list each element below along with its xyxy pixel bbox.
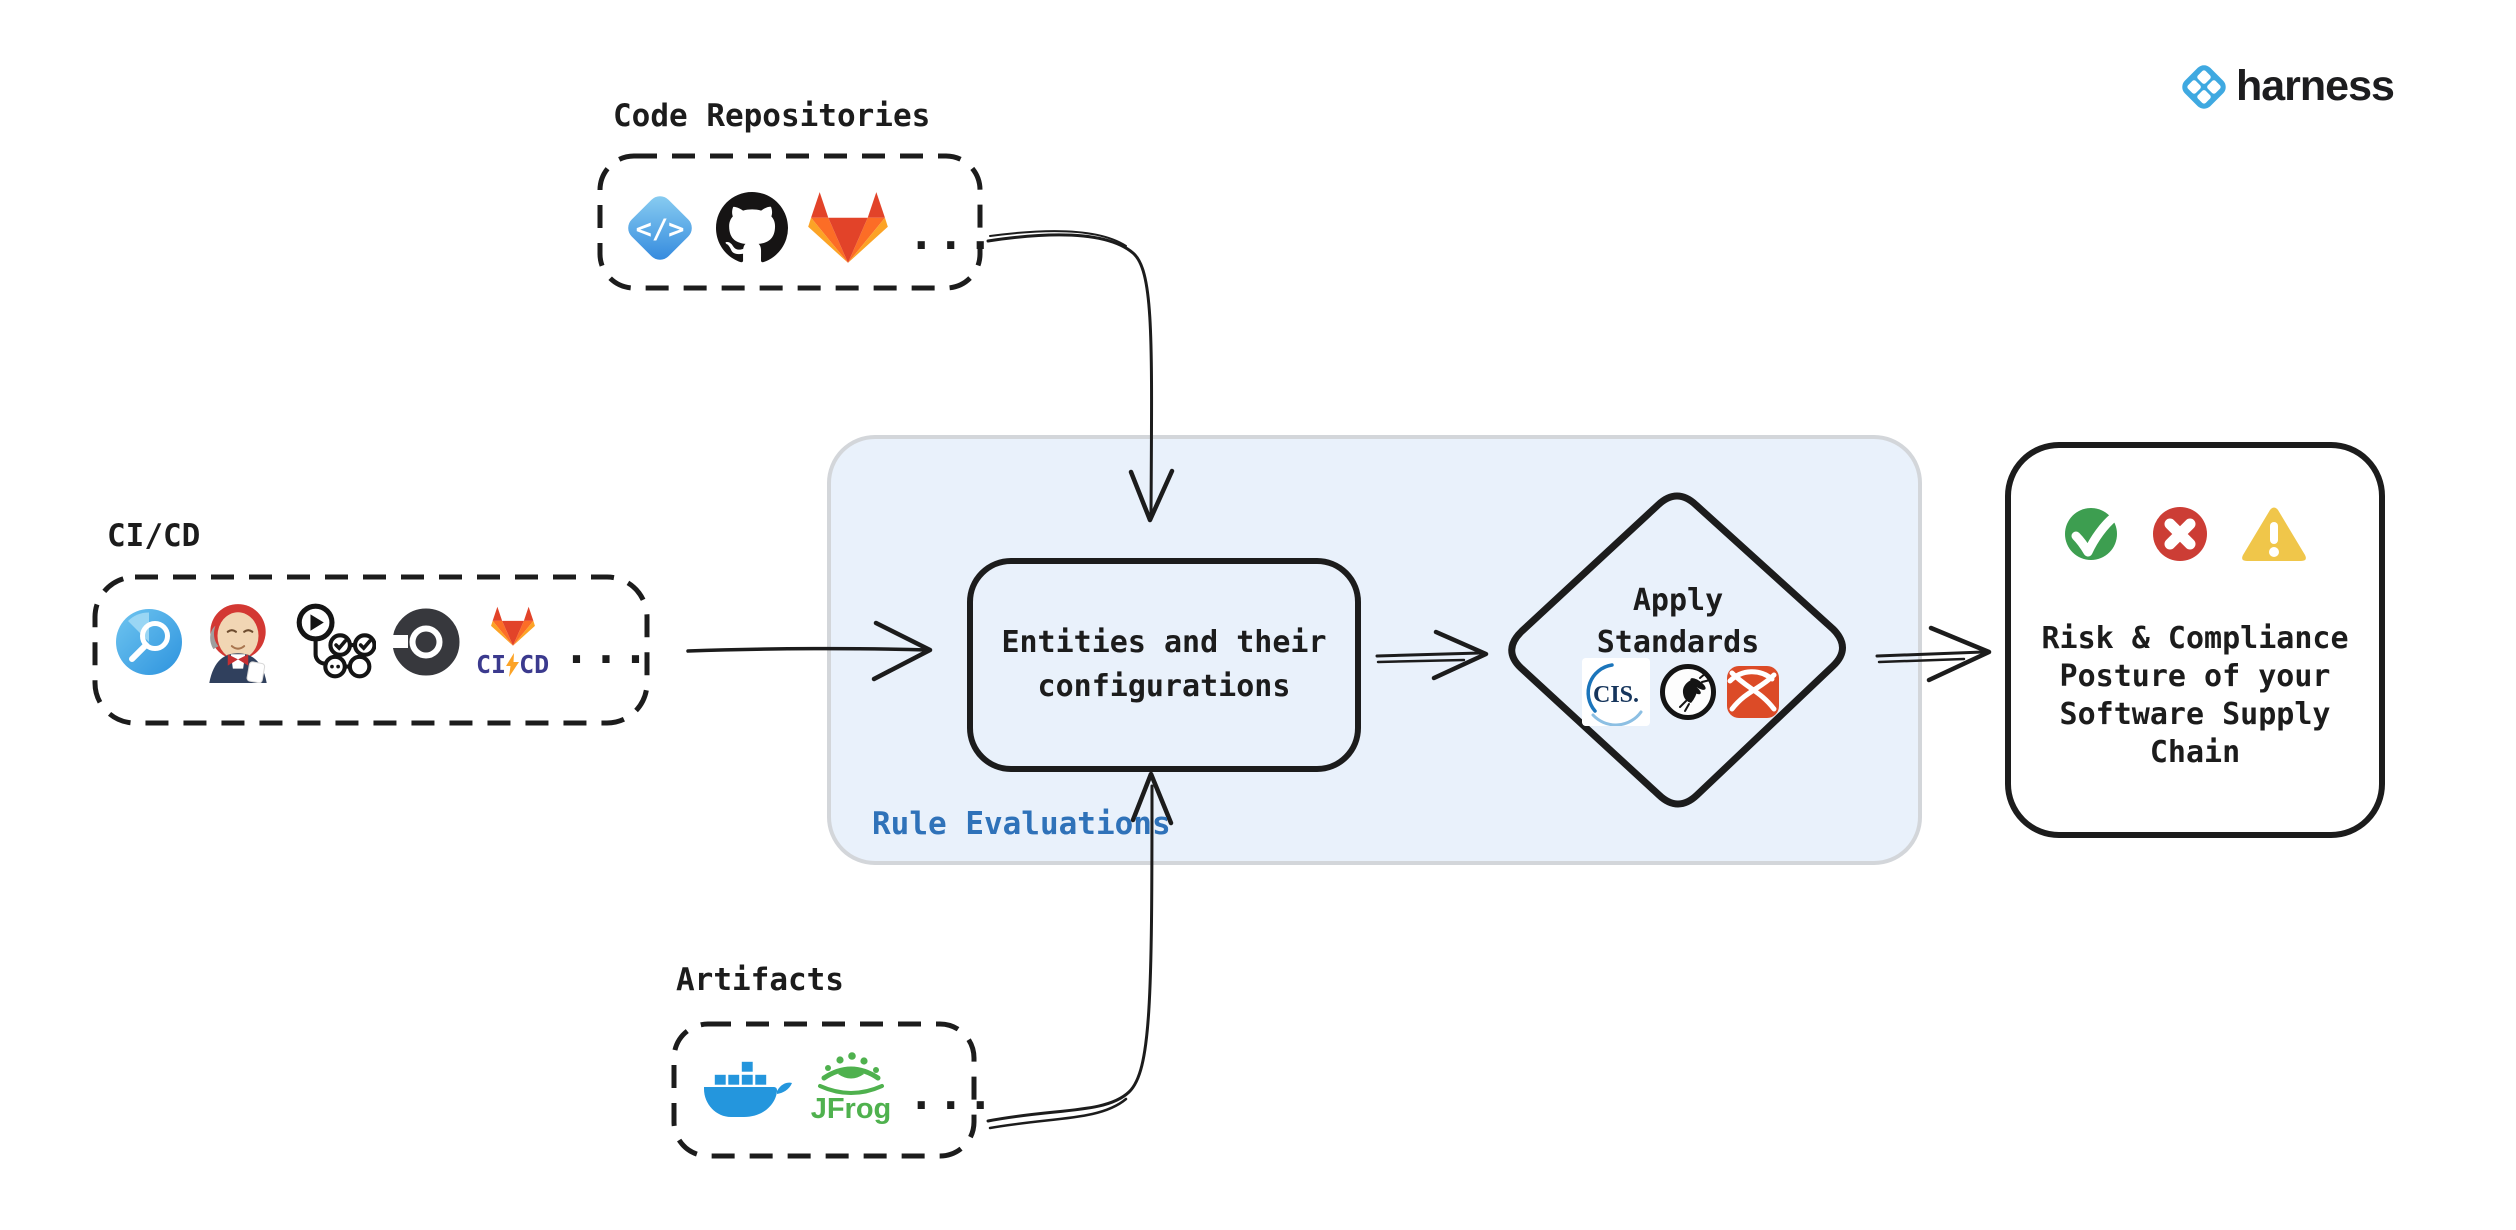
rule-evaluations-panel xyxy=(827,435,1922,865)
cicd-badge-left: CI xyxy=(476,650,507,679)
github-actions-icon xyxy=(296,603,376,679)
arrow-standards-to-outcome xyxy=(1875,625,1992,683)
pass-check-icon xyxy=(2065,508,2119,560)
cicd-label: CI/CD xyxy=(107,518,201,554)
harness-code-icon: </> xyxy=(628,196,692,260)
outcome-box xyxy=(2005,442,2385,838)
github-icon xyxy=(716,192,788,263)
cicd-icons: CI CD ... xyxy=(112,592,652,692)
artifacts-icons: JFrog ... xyxy=(700,1040,996,1136)
harness-logo-text: harness xyxy=(2236,62,2395,110)
artifacts-label: Artifacts xyxy=(676,962,844,998)
svg-text:CIS.: CIS. xyxy=(1593,682,1639,708)
status-icons xyxy=(2062,504,2308,564)
svg-text:</>: </> xyxy=(636,214,685,245)
apply-standards-diamond xyxy=(1508,492,1846,808)
more-repos-ellipsis: ... xyxy=(908,208,997,260)
docker-icon xyxy=(704,1060,792,1117)
lightning-bolt-icon xyxy=(506,652,520,677)
gitlab-cicd-icon: CI CD xyxy=(476,605,549,679)
jenkins-icon xyxy=(209,604,267,683)
artifacts-box xyxy=(671,1021,977,1159)
harness-logo: harness xyxy=(2180,62,2395,111)
harness-ci-icon xyxy=(116,609,182,675)
harness-logo-icon xyxy=(2182,64,2226,109)
gitlab-fox-icon xyxy=(490,606,535,646)
gitlab-cicd-wordmark: CI CD xyxy=(476,650,549,679)
owasp-icon xyxy=(1660,664,1716,720)
arrow-entities-to-standards xyxy=(1375,629,1489,681)
apply-standards-text: Apply Standards xyxy=(1596,583,1760,660)
entities-box-text: Entities and their configurations xyxy=(1001,625,1327,704)
outcome-text: Risk & Compliance Posture of your Softwa… xyxy=(2041,621,2349,770)
cicd-badge-right: CD xyxy=(519,650,550,679)
warning-triangle-icon xyxy=(2242,507,2306,561)
security-standard-icon xyxy=(1727,666,1779,718)
code-repositories-label: Code Repositories xyxy=(613,98,931,134)
code-repositories-box xyxy=(597,153,983,291)
cis-icon: CIS. xyxy=(1582,658,1650,726)
arrow-code-to-entities xyxy=(986,230,1175,523)
entities-box: Entities and their configurations xyxy=(967,558,1361,772)
jfrog-icon: JFrog xyxy=(811,1052,892,1125)
more-artifacts-ellipsis: ... xyxy=(908,1068,997,1120)
circleci-icon xyxy=(390,608,460,676)
fail-x-icon xyxy=(2153,507,2207,561)
more-cicd-ellipsis: ... xyxy=(563,622,652,674)
cicd-box xyxy=(92,574,650,726)
svg-text:JFrog: JFrog xyxy=(811,1093,892,1125)
code-repositories-icons: </> ... xyxy=(622,186,996,270)
rule-evaluations-label: Rule Evaluations xyxy=(872,806,1171,842)
arrow-artifacts-to-entities xyxy=(986,771,1174,1130)
gitlab-icon xyxy=(808,192,888,263)
standards-icons: CIS. xyxy=(1582,658,1780,726)
arrow-cicd-to-entities xyxy=(686,620,933,682)
